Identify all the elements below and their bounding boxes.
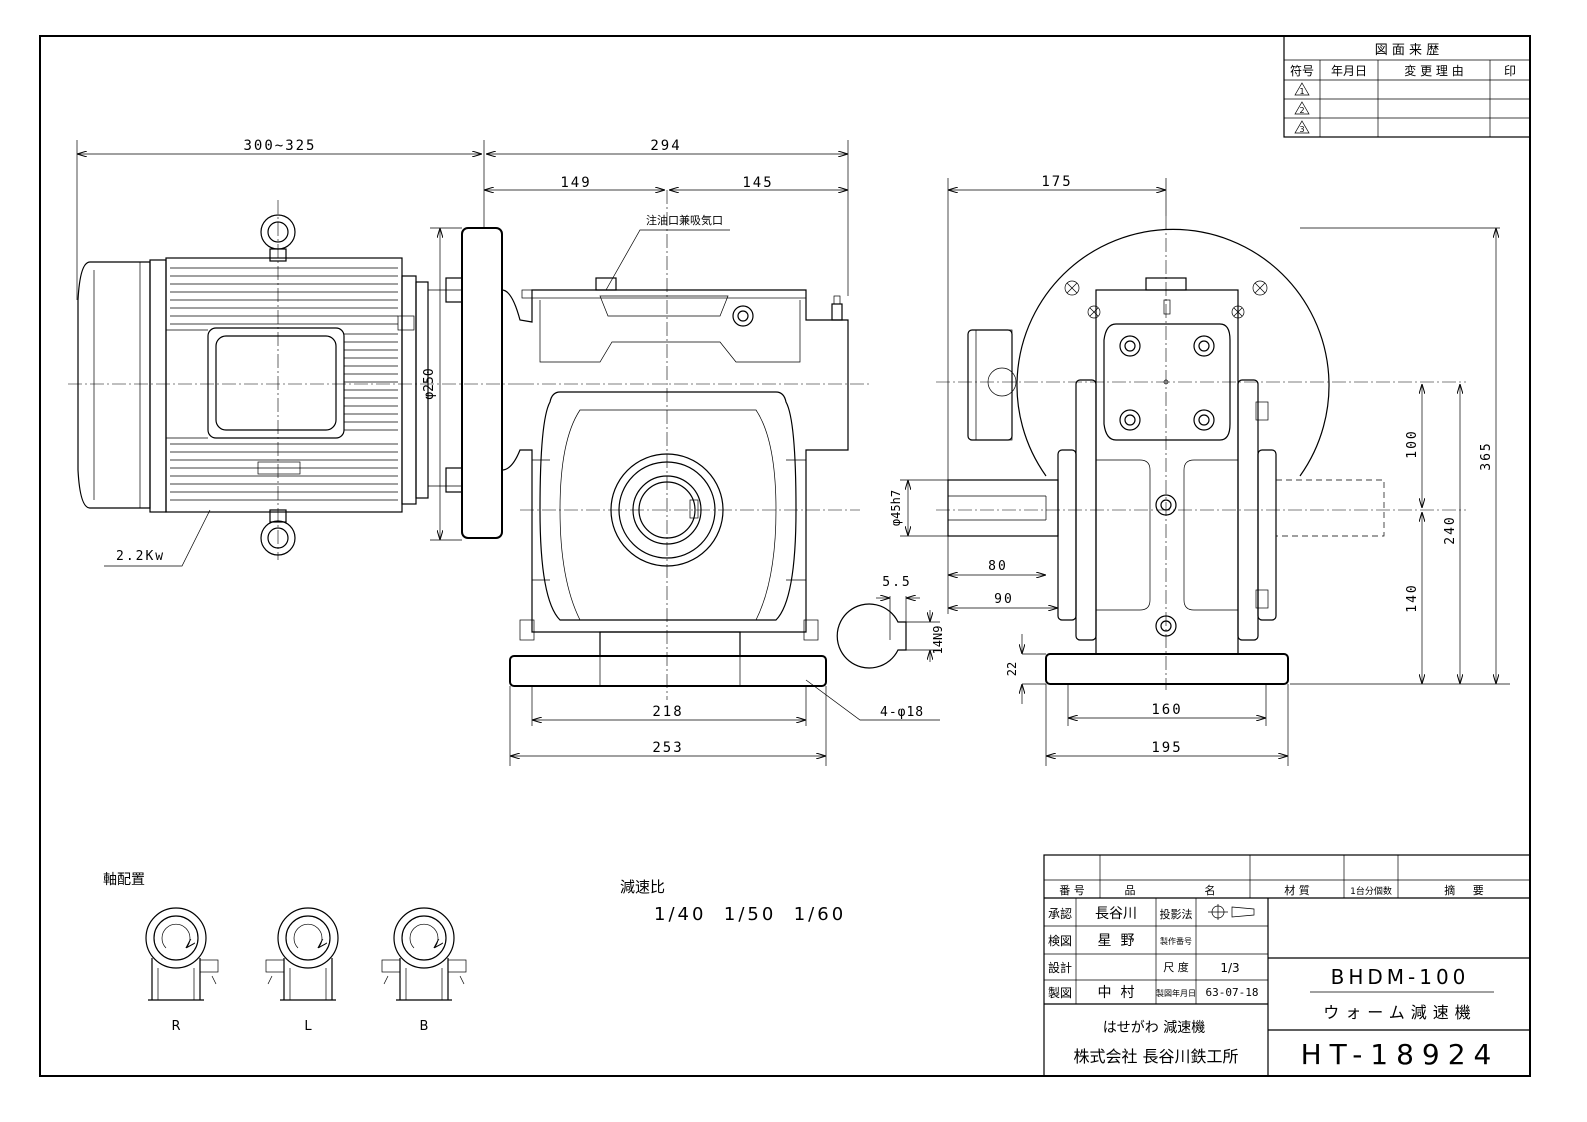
tb-product: ウォーム減速機 <box>1323 1003 1477 1022</box>
oil-port-label: 注油口兼吸気口 <box>646 213 723 227</box>
ratio-title: 減速比 <box>620 878 665 896</box>
arrangement-icon-r <box>145 907 219 1001</box>
dim-145: 145 <box>742 175 773 191</box>
arrangement-icon-l <box>265 907 339 1001</box>
svg-text:1: 1 <box>1299 87 1304 96</box>
projection-symbol <box>1208 904 1255 920</box>
arrangement-label-b: B <box>420 1019 429 1034</box>
arrangement-label-r: R <box>171 1019 180 1034</box>
rev-mark-1: 1 <box>1294 82 1310 96</box>
arrangement-icon-b <box>381 907 467 1001</box>
dim-253: 253 <box>652 740 683 756</box>
tb-check-label: 検図 <box>1048 934 1072 948</box>
rev-mark-2: 2 <box>1294 101 1310 115</box>
tb-model: BHDM-100 <box>1331 965 1470 989</box>
svg-text:3: 3 <box>1299 125 1304 134</box>
revision-table: 図 面 来 歴 符号 年月日 変 更 理 由 印 1 2 3 <box>1283 35 1531 138</box>
tb-mfgno-label: 製作番号 <box>1160 936 1192 946</box>
dim-160: 160 <box>1151 702 1182 718</box>
tb-header-material: 材 質 <box>1284 883 1310 897</box>
dim-key-5-5: 5.5 <box>882 575 911 590</box>
dim-365: 365 <box>1479 441 1494 470</box>
rev-header-seal: 印 <box>1504 64 1516 78</box>
tb-date-label: 製図年月日 <box>1156 988 1196 998</box>
tb-design-label: 設計 <box>1048 960 1072 975</box>
svg-text:2: 2 <box>1299 106 1304 115</box>
dim-motor-length: 300~325 <box>243 138 316 154</box>
ratio-values: 1/40 1/50 1/60 <box>654 904 846 925</box>
motor-view <box>68 200 520 560</box>
dim-149: 149 <box>560 175 591 191</box>
tb-scale-value: 1/3 <box>1220 961 1239 975</box>
tb-drawing-no: HT-18924 <box>1301 1038 1500 1071</box>
drawing-frame <box>39 35 1531 1077</box>
dim-key-14n9: 14N9 <box>931 626 945 655</box>
title-block: 番 号 品 名 材 質 1台分個数 摘 要 承認 長谷川 検図 星 野 設計 製… <box>1043 854 1531 1077</box>
gearbox-side-view <box>936 216 1466 690</box>
rev-header-reason: 変 更 理 由 <box>1404 63 1463 78</box>
tb-approve-name: 長谷川 <box>1095 906 1137 922</box>
gearbox-front-view <box>501 190 870 700</box>
dim-140: 140 <box>1405 583 1420 612</box>
revision-table-title: 図 面 来 歴 <box>1375 43 1439 58</box>
dim-flange-dia: φ250 <box>422 368 437 399</box>
tb-draw-name: 中 村 <box>1098 985 1135 1001</box>
dim-175: 175 <box>1041 174 1072 190</box>
dim-shaft-dia: φ45h7 <box>889 490 903 526</box>
tb-approve-label: 承認 <box>1048 906 1072 921</box>
dim-holes: 4-φ18 <box>880 705 924 720</box>
tb-projection-label: 投影法 <box>1160 907 1193 921</box>
shaft-arrangement-title: 軸配置 <box>103 872 145 888</box>
dim-240: 240 <box>1443 515 1458 544</box>
dim-90: 90 <box>994 592 1014 607</box>
shaft-arrangement: 軸配置 R L B <box>103 872 467 1034</box>
shaft-section: 5.5 14N9 <box>836 575 945 669</box>
tb-check-name: 星 野 <box>1098 933 1135 949</box>
tb-date-value: 63-07-18 <box>1206 986 1259 999</box>
arrangement-label-l: L <box>304 1019 312 1034</box>
dimensions: 300~325 294 149 145 175 φ250 注油口兼吸気口 2.2… <box>76 138 1510 766</box>
motor-power-label: 2.2Kw <box>116 549 165 564</box>
tb-header-note: 摘 要 <box>1444 883 1483 897</box>
reduction-ratio: 減速比 1/40 1/50 1/60 <box>620 878 846 925</box>
tb-draw-label: 製図 <box>1048 986 1072 1000</box>
dim-80: 80 <box>988 559 1008 574</box>
rev-header-date: 年月日 <box>1331 64 1367 78</box>
dim-294: 294 <box>650 138 681 154</box>
dim-218: 218 <box>652 704 683 720</box>
tb-company: 株式会社 長谷川鉄工所 <box>1073 1047 1238 1066</box>
tb-header-number: 番 号 <box>1059 884 1085 897</box>
rev-header-symbol: 符号 <box>1290 63 1314 78</box>
dim-195: 195 <box>1151 740 1182 756</box>
tb-scale-label: 尺 度 <box>1163 960 1189 974</box>
tb-header-name-1: 品 <box>1125 884 1136 897</box>
tb-header-name-2: 名 <box>1205 883 1216 897</box>
tb-brand: はせがわ 減速機 <box>1103 1019 1205 1036</box>
tb-header-qty: 1台分個数 <box>1350 885 1392 897</box>
dim-100: 100 <box>1405 429 1420 458</box>
dim-base-22: 22 <box>1005 662 1019 676</box>
rev-mark-3: 3 <box>1294 120 1310 134</box>
